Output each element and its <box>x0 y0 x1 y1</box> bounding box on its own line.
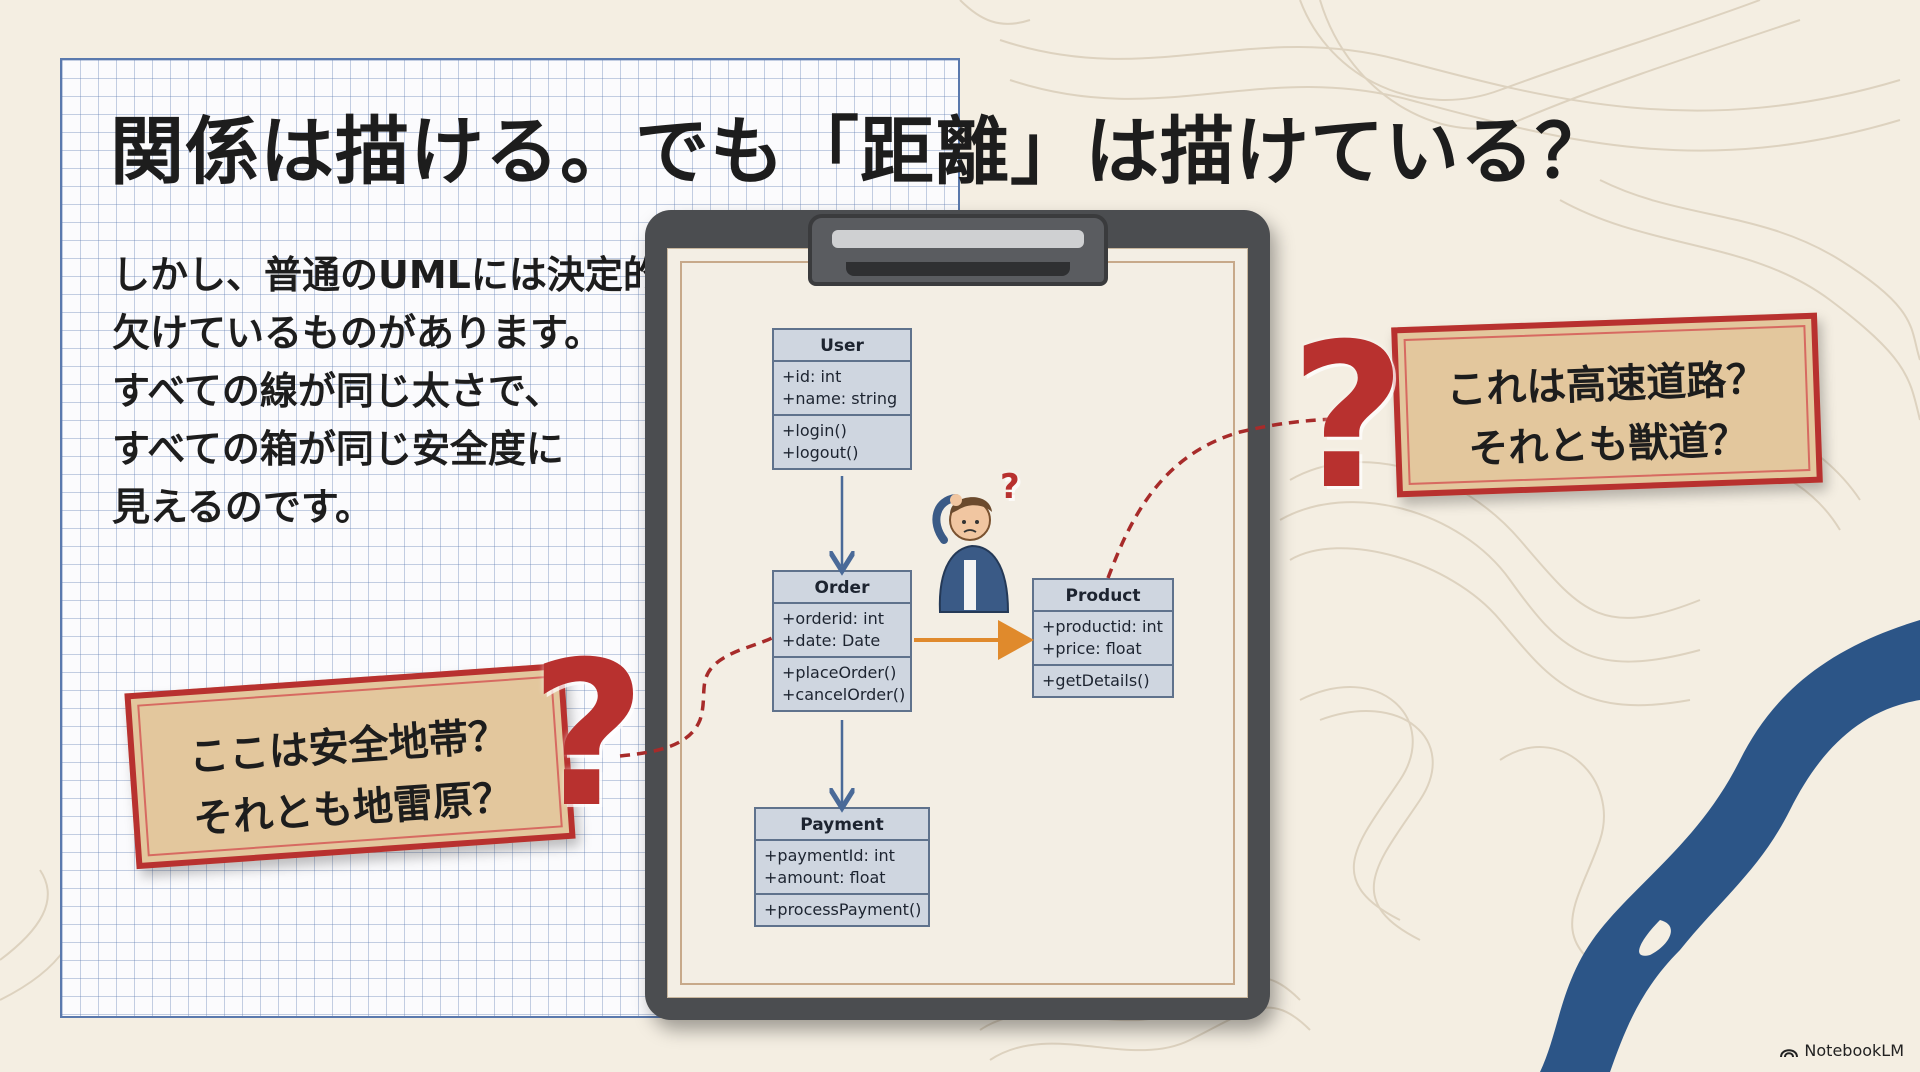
body-line: 見えるのです。 <box>112 485 374 529</box>
uml-methods: +placeOrder() +cancelOrder() <box>774 656 910 710</box>
uml-attributes: +id: int +name: string <box>774 362 910 414</box>
uml-method: +processPayment() <box>764 900 922 919</box>
uml-method: +login() <box>782 421 847 440</box>
uml-attribute: +orderid: int <box>782 609 885 628</box>
uml-attribute: +productid: int <box>1042 617 1163 636</box>
body-line: すべての線が同じ太さで、 <box>112 369 563 413</box>
uml-method: +logout() <box>782 443 859 462</box>
uml-class-user: User +id: int +name: string +login() +lo… <box>772 328 912 470</box>
uml-attributes: +orderid: int +date: Date <box>774 604 910 656</box>
question-mark-icon-left: ? <box>530 619 647 852</box>
uml-method: +placeOrder() <box>782 663 897 682</box>
dashed-link-left <box>619 636 773 758</box>
body-line: しかし、普通のUMLには決定的 <box>112 253 661 297</box>
uml-methods: +login() +logout() <box>774 414 910 468</box>
question-mark-icon-right: ? <box>1290 301 1407 534</box>
uml-class-payment: Payment +paymentId: int +amount: float +… <box>754 807 930 927</box>
sign-highway-question: これは高速道路？ それとも獣道？ <box>1391 312 1823 498</box>
uml-attribute: +price: float <box>1042 639 1142 658</box>
sign-minefield-question: ここは安全地帯？ それとも地雷原？ <box>124 662 576 870</box>
person-question-mark-icon: ? <box>1000 467 1020 507</box>
clipboard-clip <box>808 214 1108 286</box>
uml-method: +cancelOrder() <box>782 685 906 704</box>
body-paragraph: しかし、普通のUMLには決定的 欠けているものがあります。 すべての線が同じ太さ… <box>112 246 702 536</box>
uml-class-product: Product +productid: int +price: float +g… <box>1032 578 1174 698</box>
uml-methods: +processPayment() <box>756 893 928 925</box>
body-line: すべての箱が同じ安全度に <box>112 427 564 471</box>
notebooklm-logo-icon <box>1780 1048 1799 1057</box>
uml-class-name: Order <box>774 572 910 604</box>
uml-class-name: Payment <box>756 809 928 841</box>
page-title: 関係は描ける。でも「距離」は描けている？ <box>110 109 1610 195</box>
brand-watermark: NotebookLM <box>1780 1041 1904 1060</box>
uml-attribute: +amount: float <box>764 868 886 887</box>
confused-person-icon <box>932 494 1010 613</box>
brand-name: NotebookLM <box>1804 1041 1904 1060</box>
clipboard <box>645 210 1270 1020</box>
uml-attribute: +paymentId: int <box>764 846 895 865</box>
uml-method: +getDetails() <box>1042 671 1150 690</box>
dashed-link-right <box>1106 416 1351 579</box>
uml-attribute: +id: int <box>782 367 842 386</box>
uml-class-order: Order +orderid: int +date: Date +placeOr… <box>772 570 912 712</box>
uml-methods: +getDetails() <box>1034 664 1172 696</box>
uml-attribute: +name: string <box>782 389 898 408</box>
uml-class-name: Product <box>1034 580 1172 612</box>
body-line: 欠けているものがあります。 <box>112 311 603 355</box>
uml-class-name: User <box>774 330 910 362</box>
uml-attributes: +productid: int +price: float <box>1034 612 1172 664</box>
uml-attribute: +date: Date <box>782 631 881 650</box>
uml-attributes: +paymentId: int +amount: float <box>756 841 928 893</box>
river <box>1540 620 1920 1072</box>
